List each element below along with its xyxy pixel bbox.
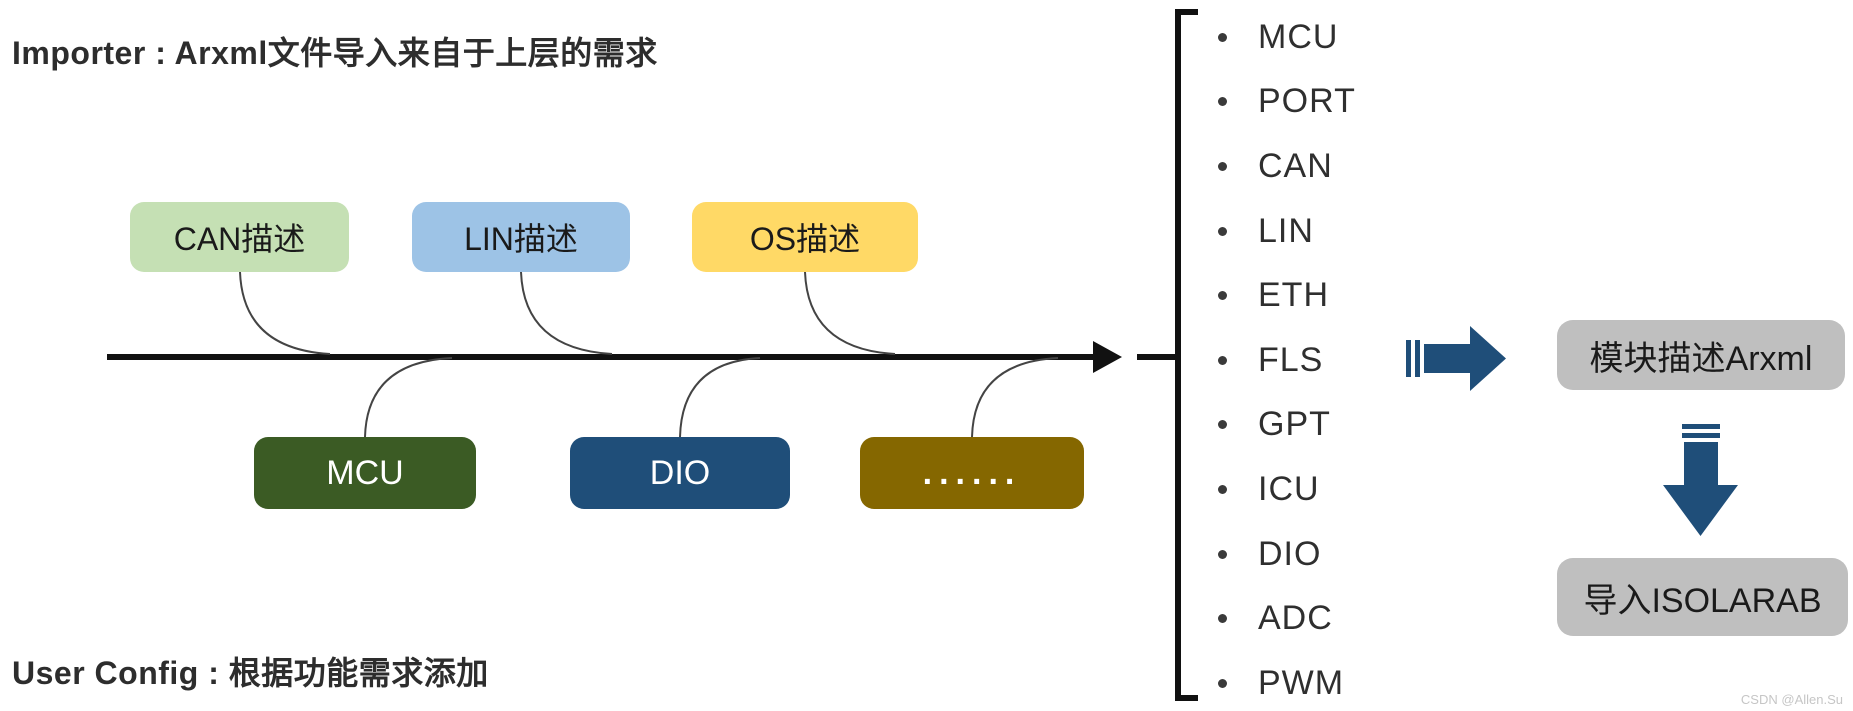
list-item: FLS [1218,328,1356,393]
list-item: ETH [1218,263,1356,328]
bottom-box-dio: DIO [570,437,790,509]
connector-curve-can [239,271,331,355]
bullet-icon [1218,614,1227,624]
module-label: ICU [1258,469,1320,508]
module-arxml-box: 模块描述Arxml [1557,320,1845,390]
list-item: LIN [1218,199,1356,264]
connector-curve-os [804,271,896,355]
list-item: DIO [1218,522,1356,587]
striped-right-arrow-icon [1406,326,1506,391]
module-label: ETH [1258,276,1329,315]
bullet-icon [1218,97,1227,107]
striped-down-arrow-icon [1663,424,1738,536]
top-box-lin: LIN描述 [412,202,630,272]
bullet-icon [1218,549,1227,559]
bullet-icon [1218,291,1227,301]
connector-curve-dio [679,357,761,438]
bullet-icon [1218,226,1227,236]
connector-curve-dots [971,357,1059,438]
import-isolarab-box: 导入ISOLARAB [1557,558,1848,636]
module-label: GPT [1258,405,1331,444]
bracket [1137,9,1198,701]
top-box-os: OS描述 [692,202,918,272]
bullet-icon [1218,32,1227,42]
spine-arrow [107,341,1122,373]
list-item: PWM [1218,651,1356,711]
module-label: DIO [1258,534,1322,573]
module-label: CAN [1258,146,1333,185]
module-label: ADC [1258,599,1333,638]
connector-curve-mcu [364,357,453,438]
bullet-icon [1218,678,1227,688]
importer-title: Importer : Arxml文件导入来自于上层的需求 [12,35,658,71]
list-item: CAN [1218,134,1356,199]
bottom-box-mcu: MCU [254,437,476,509]
bullet-icon [1218,420,1227,430]
module-label: PWM [1258,663,1345,702]
watermark: CSDN @Allen.Su [1740,692,1843,707]
module-label: PORT [1258,82,1356,121]
module-label: FLS [1258,340,1324,379]
top-box-can: CAN描述 [130,202,349,272]
bottom-box-ellipsis: ...... [860,437,1084,509]
bullet-icon [1218,161,1227,171]
list-item: ICU [1218,457,1356,522]
list-item: GPT [1218,393,1356,458]
connector-curve-lin [520,271,613,355]
user-config-title: User Config : 根据功能需求添加 [12,655,489,691]
module-label: MCU [1258,17,1339,56]
list-item: ADC [1218,586,1356,651]
module-list: MCU PORT CAN LIN ETH FLS GPT ICU DIO ADC… [1218,5,1356,711]
module-label: LIN [1258,211,1314,250]
bullet-icon [1218,484,1227,494]
bullet-icon [1218,355,1227,365]
list-item: MCU [1218,5,1356,70]
list-item: PORT [1218,70,1356,135]
